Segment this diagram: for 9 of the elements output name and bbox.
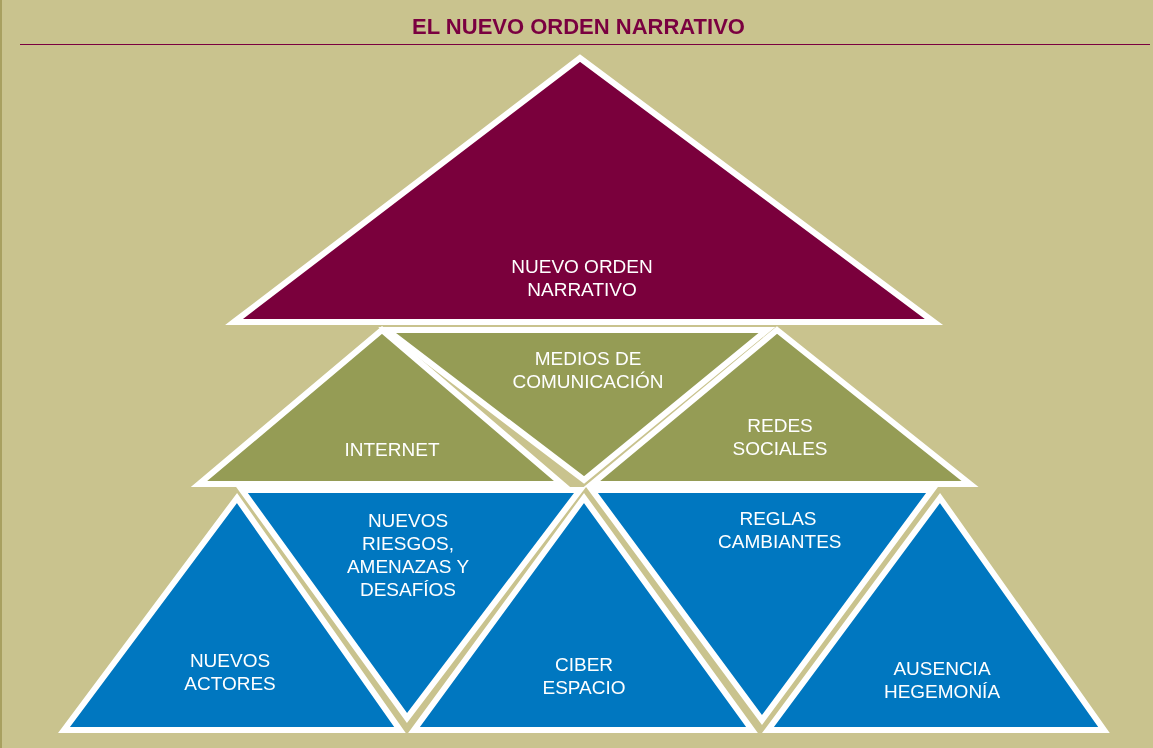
triangle-label: REDES SOCIALES: [731, 414, 829, 460]
triangle-label: MEDIOS DE COMUNICACIÓN: [511, 347, 665, 393]
triangle-label: INTERNET: [343, 437, 441, 461]
triangle-label: NUEVO ORDEN NARRATIVO: [510, 255, 654, 301]
triangle-label: CIBER ESPACIO: [541, 653, 627, 699]
title: EL NUEVO ORDEN NARRATIVO: [412, 14, 745, 40]
triangle-label: AUSENCIA HEGEMONÍA: [882, 657, 1002, 703]
triangle-label: NUEVOS ACTORES: [183, 649, 277, 695]
triangle-label: NUEVOS RIESGOS, AMENAZAS Y DESAFÍOS: [345, 509, 471, 601]
